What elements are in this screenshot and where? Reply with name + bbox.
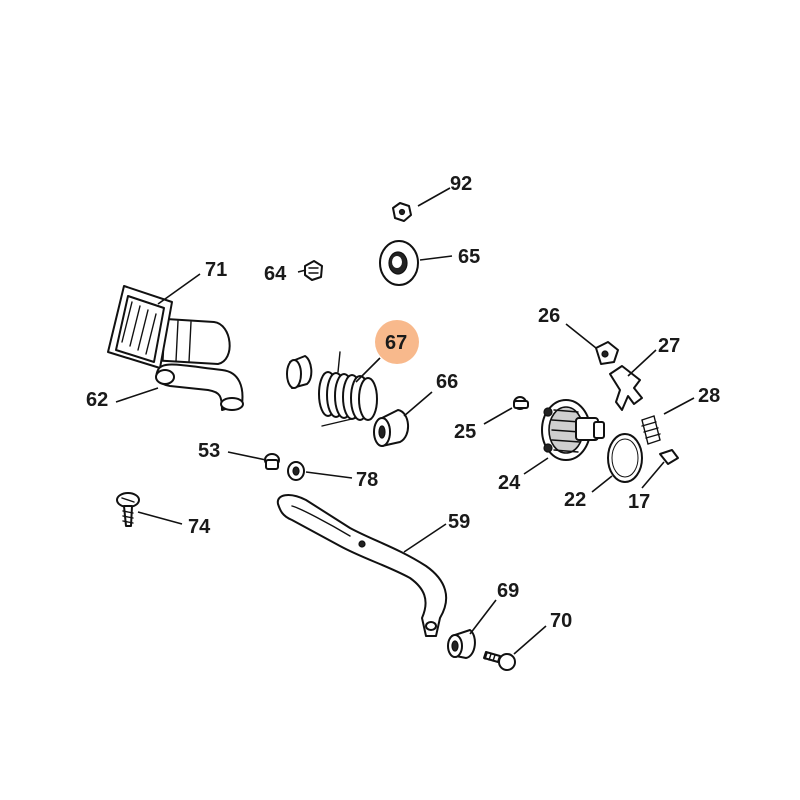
pulley-drum-icon[interactable]: [541, 399, 605, 461]
callout-74[interactable]: 74: [188, 516, 211, 538]
washer-78-icon[interactable]: [287, 461, 305, 481]
screw-70-icon[interactable]: [483, 651, 516, 671]
callout-70[interactable]: 70: [550, 610, 572, 632]
screw-25-icon[interactable]: [513, 396, 529, 410]
callout-92[interactable]: 92: [450, 173, 472, 195]
callout-26[interactable]: 26: [538, 305, 560, 327]
highlight-circle-67: [375, 320, 419, 364]
callout-27[interactable]: 27: [658, 335, 680, 357]
callout-69[interactable]: 69: [497, 580, 519, 602]
callout-28[interactable]: 28: [698, 385, 720, 407]
sleeve-17-icon[interactable]: [659, 449, 679, 465]
callout-65[interactable]: 65: [458, 246, 480, 268]
callout-66[interactable]: 66: [436, 371, 458, 393]
torsion-spring-icon[interactable]: [318, 351, 378, 427]
callout-17[interactable]: 17: [628, 491, 650, 513]
callout-53[interactable]: 53: [198, 440, 220, 462]
screw-53-icon[interactable]: [264, 453, 280, 470]
callout-24[interactable]: 24: [498, 472, 521, 494]
o-ring-icon[interactable]: [607, 433, 643, 483]
callout-22[interactable]: 22: [564, 489, 586, 511]
spring-28-icon[interactable]: [641, 415, 661, 445]
elbow-hose-icon[interactable]: [155, 363, 244, 411]
callout-78[interactable]: 78: [356, 469, 378, 491]
callout-59[interactable]: 59: [448, 511, 470, 533]
leader-lines: [115, 187, 695, 655]
washer-icon[interactable]: [379, 240, 419, 286]
block-26-icon[interactable]: [595, 341, 619, 365]
callout-25[interactable]: 25: [454, 421, 476, 443]
callout-71[interactable]: 71: [205, 259, 227, 281]
callout-67[interactable]: 67: [385, 332, 407, 354]
air-intake-icon[interactable]: [107, 285, 231, 369]
callout-labels: 92 64 65 71 67 26 27 66 62 28 25 53 78 2…: [86, 173, 720, 632]
clip-icon[interactable]: [304, 260, 323, 281]
screw-74-icon[interactable]: [116, 492, 140, 527]
bushing-left-icon[interactable]: [286, 355, 313, 389]
nut-icon[interactable]: [392, 202, 412, 222]
callout-64[interactable]: 64: [264, 263, 287, 285]
lever-arm-icon[interactable]: [276, 494, 448, 637]
bushing-69-icon[interactable]: [447, 629, 476, 659]
pawl-27-icon[interactable]: [609, 365, 643, 411]
bushing-right-icon[interactable]: [373, 409, 409, 447]
callout-62[interactable]: 62: [86, 389, 108, 411]
